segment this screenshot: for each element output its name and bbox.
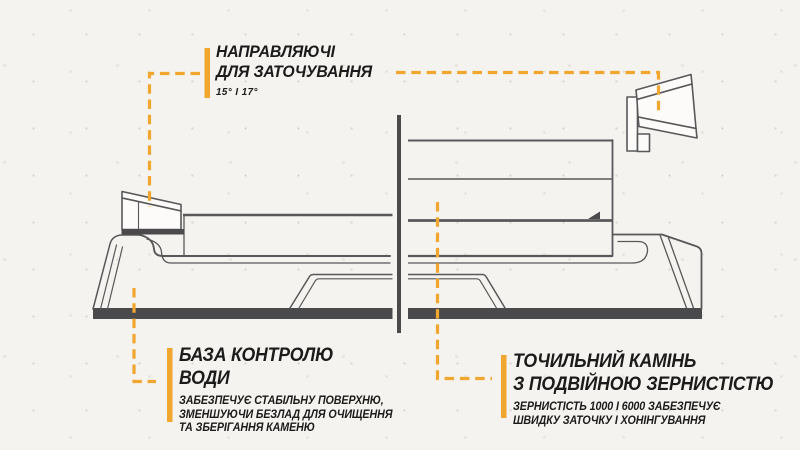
callout-leader-lines: [132, 70, 661, 384]
guides-title-line2: ДЛЯ ЗАТОЧУВАННЯ: [216, 62, 373, 81]
left-guide-clip: [121, 190, 184, 235]
stone-title-line1: ТОЧИЛЬНИЙ КАМІНЬ: [513, 351, 697, 372]
leader-guides-left: [147, 71, 200, 207]
accent-bar-guides: [204, 48, 210, 98]
stone-block: [404, 139, 612, 222]
water-base-desc-line2: ЗМЕНШУЮЧИ БЕЗЛАД ДЛЯ ОЧИЩЕННЯ: [179, 408, 393, 421]
callout-stone: ТОЧИЛЬНИЙ КАМІНЬ З ПОДВІЙНОЮ ЗЕРНИСТІСТЮ…: [513, 350, 774, 428]
blade-line: [397, 115, 401, 333]
stone-desc-line1: ЗЕРНИСТІСТЬ 1000 І 6000 ЗАБЕЗПЕЧУЄ: [513, 401, 721, 413]
stone-arrow-marker: [588, 211, 600, 219]
leader-stone: [435, 202, 492, 381]
water-base-desc-line3: ТА ЗБЕРІГАННЯ КАМЕНЮ: [179, 422, 315, 434]
ground-line: [93, 308, 702, 319]
stone-title-line2: З ПОДВІЙНОЮ ЗЕРНИСТІСТЮ: [513, 374, 774, 395]
callout-water-base: БАЗА КОНТРОЛЮ ВОДИ ЗАБЕЗПЕЧУЄ СТАБІЛЬНУ …: [179, 344, 393, 436]
accent-bar-water-base: [167, 348, 173, 422]
guides-title-line1: НАПРАВЛЯЮЧІ: [216, 42, 335, 61]
stone-desc-line2: ШВИДКУ ЗАТОЧКУ І ХОНІНГУВАННЯ: [513, 414, 706, 427]
accent-bar-stone: [501, 355, 507, 418]
callout-guides: НАПРАВЛЯЮЧІ ДЛЯ ЗАТОЧУВАННЯ 15° І 17°: [216, 42, 372, 98]
leader-guides-right: [396, 70, 661, 111]
stone-rail: [183, 213, 397, 255]
water-base-desc-line1: ЗАБЕЗПЕЧУЄ СТАБІЛЬНУ ПОВЕРХНЮ,: [179, 395, 384, 407]
guides-angle-note: 15° І 17°: [216, 86, 258, 98]
water-base-title-line1: БАЗА КОНТРОЛЮ: [179, 345, 334, 366]
accent-bars: [167, 48, 507, 422]
leader-water-base: [132, 288, 156, 384]
water-base-outline: [92, 139, 703, 310]
water-base-title-line2: ВОДИ: [179, 368, 230, 389]
right-guide-clip: [626, 73, 698, 153]
